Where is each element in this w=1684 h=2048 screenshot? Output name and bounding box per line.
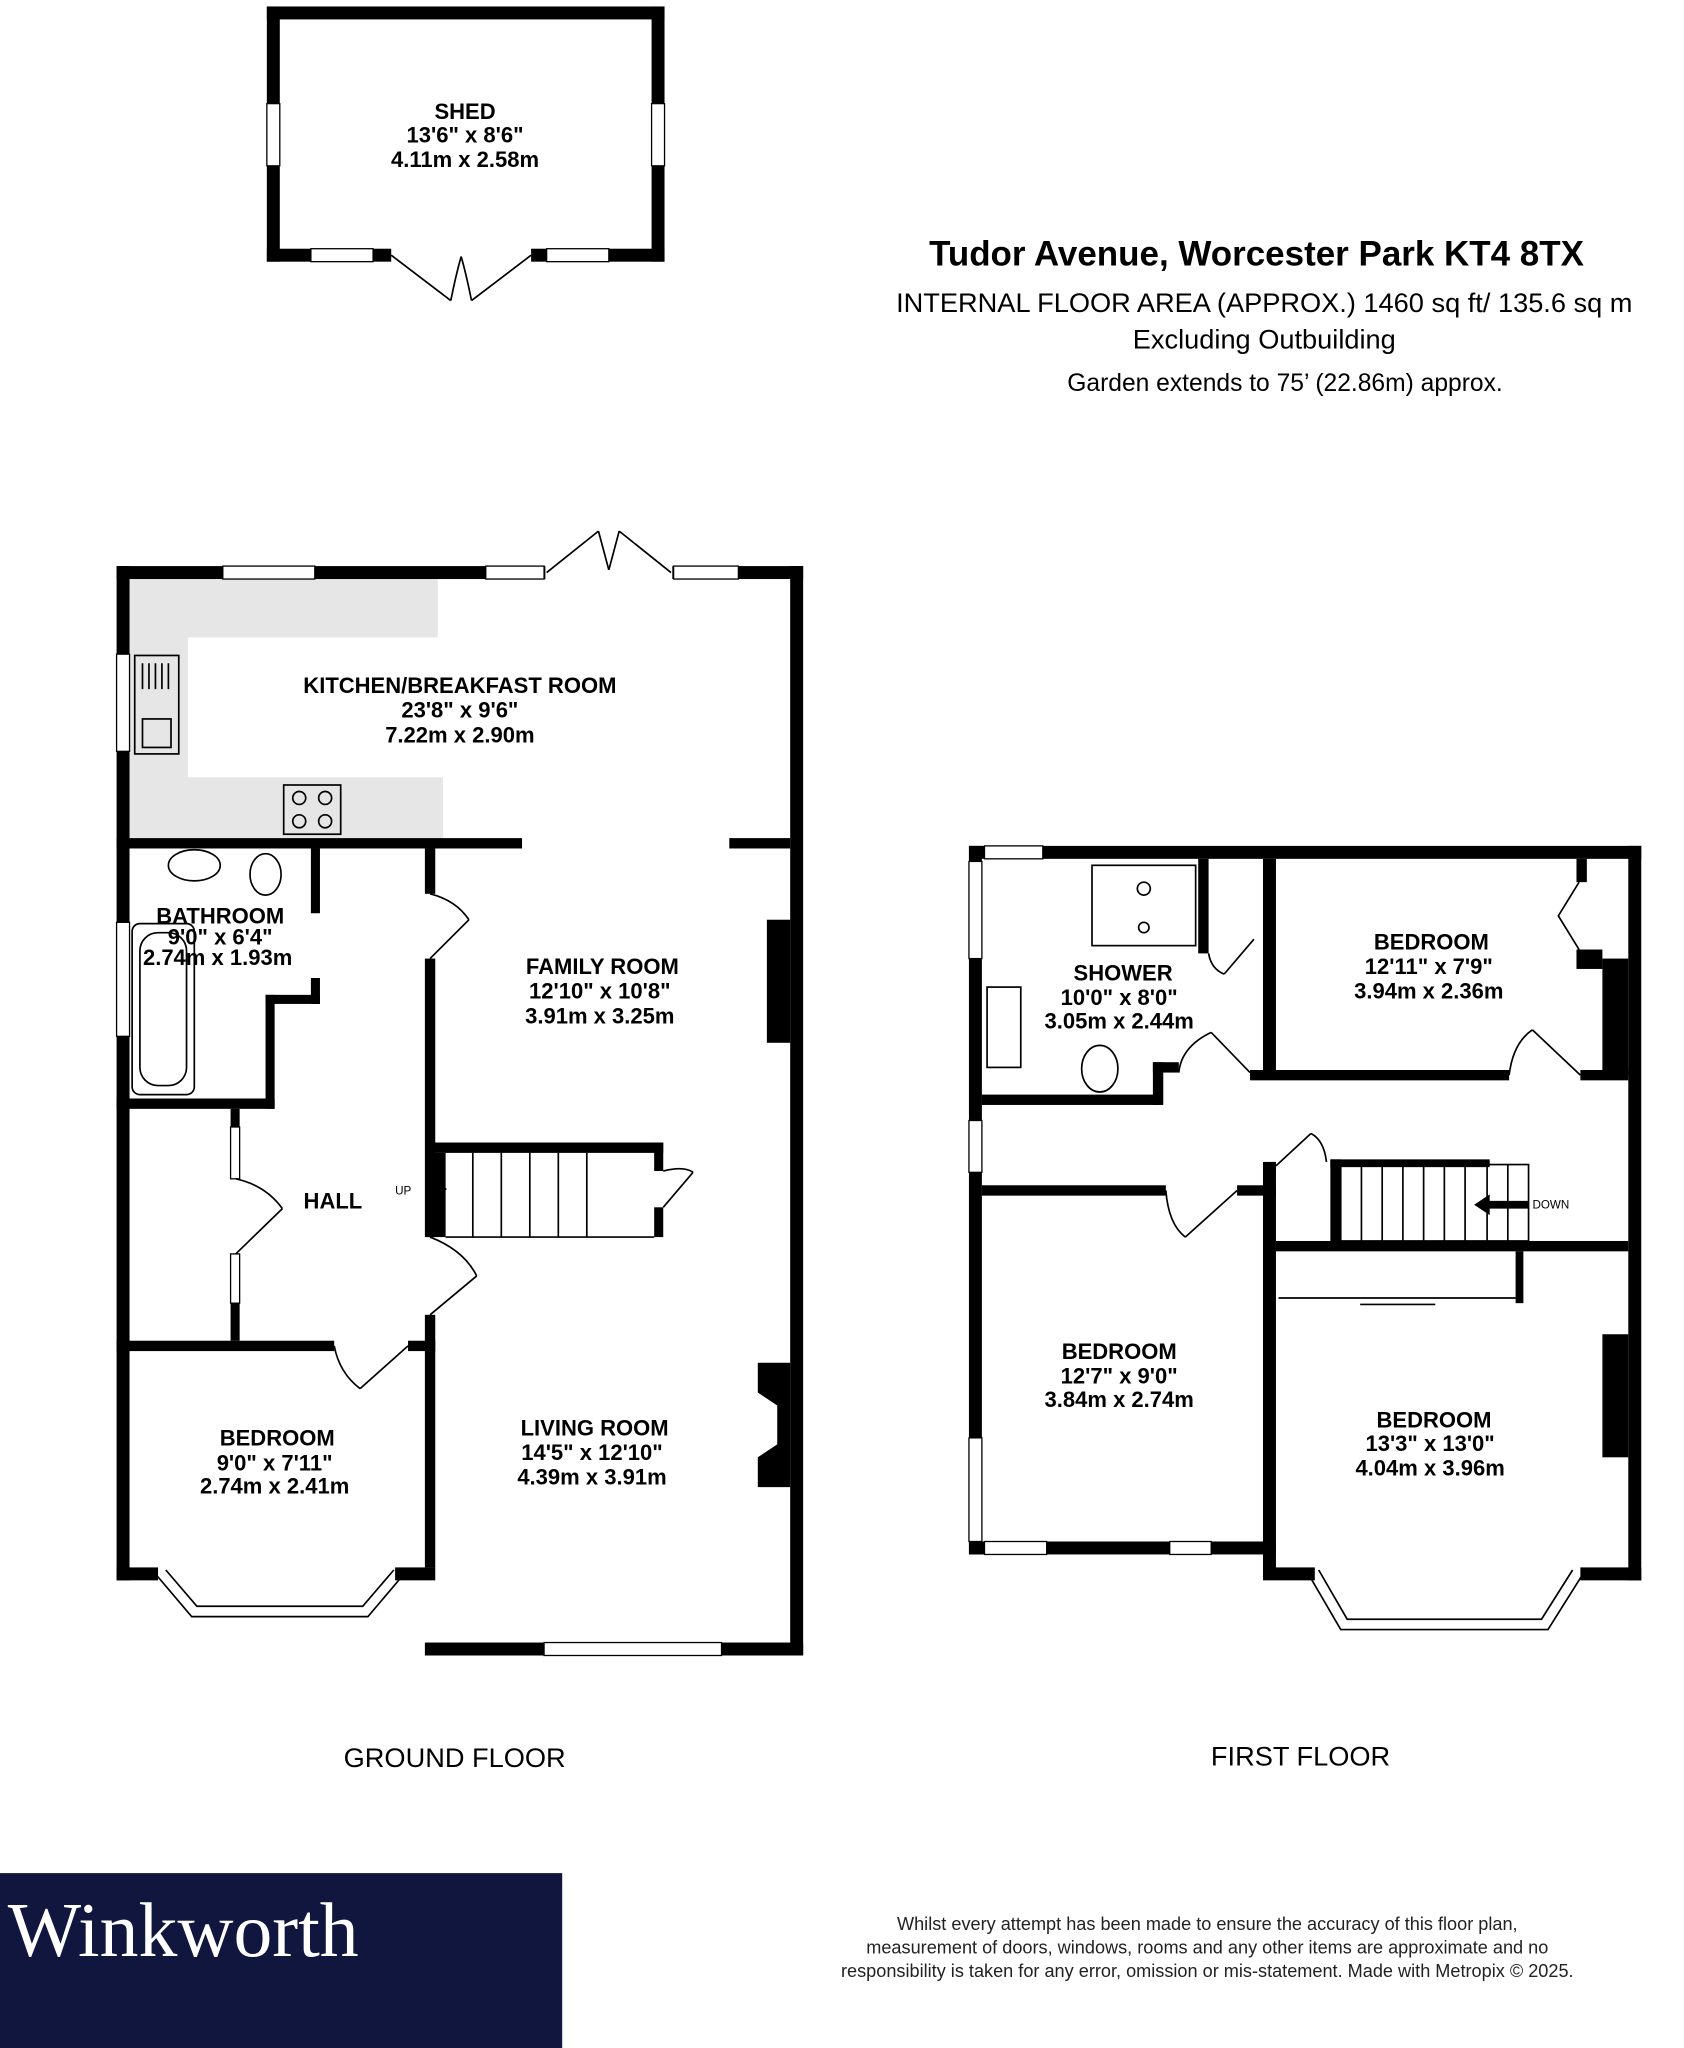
ground-floor-plan: UP KITCHEN/BREAKFAST ROOM 23'8" x 9'6" 7…	[115, 530, 804, 1657]
brand-logo: Winkworth	[8, 1887, 359, 1973]
disclaimer-line-3: responsibility is taken for any error, o…	[841, 1961, 1574, 1981]
disclaimer-line-2: measurement of doors, windows, rooms and…	[866, 1937, 1548, 1957]
shed-name: SHED	[434, 99, 495, 124]
bathroom-imperial: 9'0" x 6'4"	[168, 924, 273, 949]
ff-bedroom1-name: BEDROOM	[1374, 930, 1489, 955]
family-metric: 3.91m x 3.25m	[525, 1003, 674, 1028]
shed-imperial: 13'6" x 8'6"	[407, 122, 524, 147]
kitchen-imperial: 23'8" x 9'6"	[401, 698, 518, 723]
ff-bedroom2-imperial: 12'7" x 9'0"	[1061, 1363, 1178, 1388]
ff-bedroom2-name: BEDROOM	[1062, 1339, 1177, 1364]
excluding-outbuilding: Excluding Outbuilding	[1133, 323, 1396, 354]
floor-area: INTERNAL FLOOR AREA (APPROX.) 1460 sq ft…	[896, 287, 1632, 318]
disclaimer-line-1: Whilst every attempt has been made to en…	[897, 1914, 1518, 1934]
bathroom-metric: 2.74m x 1.93m	[143, 945, 292, 970]
garden-note: Garden extends to 75’ (22.86m) approx.	[1067, 370, 1502, 397]
bathroom-name: BATHROOM	[156, 904, 284, 929]
ff-bedroom1-imperial: 12'11" x 7'9"	[1365, 954, 1493, 979]
ff-bedroom3-imperial: 13'3" x 13'0"	[1365, 1431, 1494, 1456]
living-imperial: 14'5" x 12'10"	[521, 1440, 663, 1465]
property-title: Tudor Avenue, Worcester Park KT4 8TX	[929, 235, 1585, 274]
stairs-down-label: DOWN	[1532, 1199, 1569, 1212]
living-name: LIVING ROOM	[521, 1415, 669, 1440]
shower-name: SHOWER	[1074, 961, 1173, 986]
family-imperial: 12'10" x 10'8"	[529, 979, 671, 1004]
gf-bedroom-imperial: 9'0" x 7'11"	[217, 1450, 333, 1475]
stairs-up-label: UP	[395, 1184, 411, 1197]
ff-bedroom3-metric: 4.04m x 3.96m	[1355, 1455, 1504, 1480]
ff-bedroom3-name: BEDROOM	[1376, 1408, 1491, 1433]
family-name: FAMILY ROOM	[526, 954, 679, 979]
hall-name: HALL	[304, 1189, 363, 1214]
ff-bedroom1-metric: 3.94m x 2.36m	[1354, 979, 1503, 1004]
first-floor-plan: DOWN SHOWER 10'0" x 8'0" 3.05m x 2.44m B…	[968, 845, 1642, 1631]
kitchen-metric: 7.22m x 2.90m	[385, 722, 534, 747]
brand-panel	[0, 1873, 563, 2048]
ff-bedroom2-metric: 3.84m x 2.74m	[1045, 1387, 1194, 1412]
shed-metric: 4.11m x 2.58m	[391, 147, 539, 172]
shower-metric: 3.05m x 2.44m	[1045, 1009, 1194, 1034]
living-metric: 4.39m x 3.91m	[517, 1465, 666, 1490]
ground-floor-label: GROUND FLOOR	[344, 1742, 566, 1773]
gf-bedroom-metric: 2.74m x 2.41m	[200, 1474, 349, 1499]
gf-bedroom-name: BEDROOM	[220, 1426, 335, 1451]
shower-imperial: 10'0" x 8'0"	[1061, 985, 1178, 1010]
shed-plan: SHED 13'6" x 8'6" 4.11m x 2.58m	[266, 6, 666, 302]
first-floor-label: FIRST FLOOR	[1211, 1741, 1390, 1772]
kitchen-name: KITCHEN/BREAKFAST ROOM	[303, 673, 616, 698]
